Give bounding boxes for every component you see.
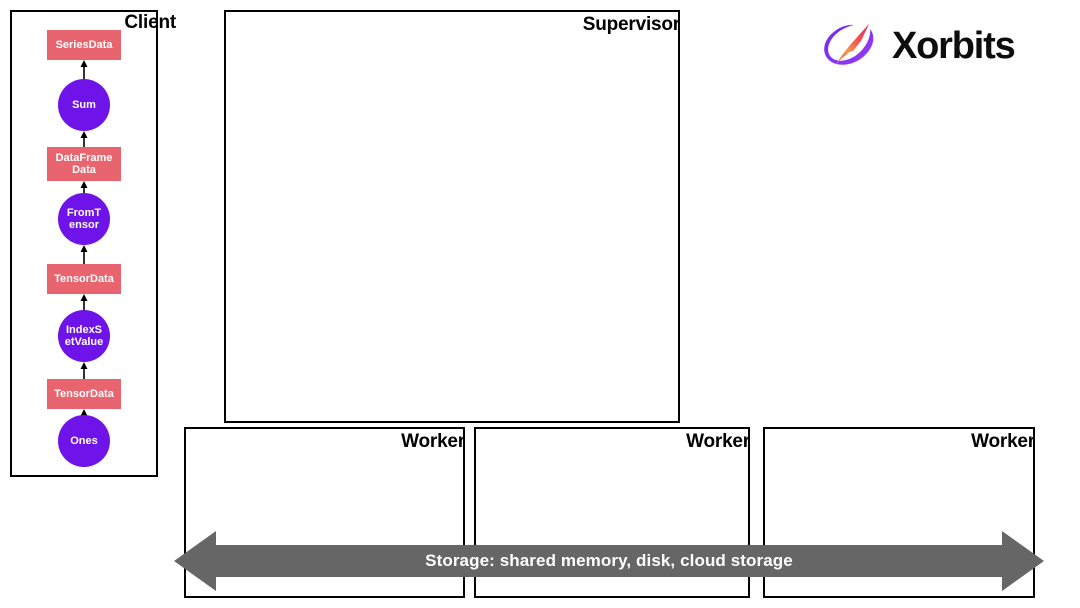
graph-node-label: SeriesData (55, 38, 113, 51)
supervisor-panel-title: Supervisor (582, 14, 680, 35)
graph-node-label: TensorData (54, 272, 114, 285)
supervisor-panel: Supervisor (224, 10, 680, 423)
worker-panel-title: Worker (401, 431, 465, 452)
graph-node-label: Sum (72, 98, 96, 111)
graph-edge-dataframedata-to-sum (80, 131, 89, 147)
xorbits-comet-icon (824, 24, 874, 66)
graph-edge-tensordata-to-indexsetvalue (80, 362, 89, 379)
graph-node-tensordata-upper: TensorData (47, 264, 121, 294)
graph-edge-fromtensor-to-dataframedata (80, 181, 89, 193)
storage-label: Storage: shared memory, disk, cloud stor… (425, 551, 793, 570)
storage-arrow-bar: Storage: shared memory, disk, cloud stor… (174, 530, 1044, 592)
graph-node-ones: Ones (58, 415, 110, 467)
graph-node-label: Ones (70, 434, 98, 447)
client-panel-title: Client (124, 12, 176, 33)
worker-panel-title: Worker (971, 431, 1035, 452)
graph-node-tensordata-lower: TensorData (47, 379, 121, 409)
double-arrow-shape (174, 531, 1044, 591)
graph-node-label: TensorData (54, 387, 114, 400)
worker-panel-title: Worker (686, 431, 750, 452)
xorbits-wordmark: Xorbits (892, 25, 1016, 67)
graph-node-seriesdata: SeriesData (47, 30, 121, 60)
graph-edge-tensordata-to-fromtensor (80, 245, 89, 264)
xorbits-logo: Xorbits (820, 18, 1016, 74)
graph-edge-indexsetvalue-to-tensordata (80, 294, 89, 310)
graph-node-sum: Sum (58, 79, 110, 131)
graph-edge-sum-to-seriesdata (80, 60, 89, 79)
